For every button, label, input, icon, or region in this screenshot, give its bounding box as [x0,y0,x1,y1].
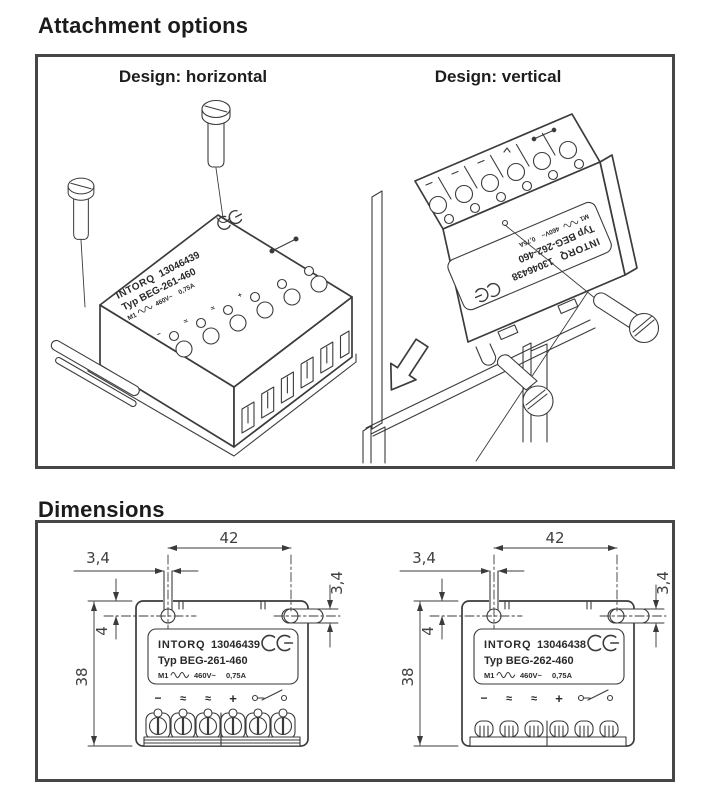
svg-text:460V~: 460V~ [194,671,217,680]
terminal-symbols-row: − ≈ ≈ + [480,689,614,706]
svg-text:0,75A: 0,75A [226,671,247,680]
terminal-separators [437,132,556,200]
mounting-screw-icon [496,354,554,417]
mounting-screw-icon [201,99,231,168]
dimension-annotations: 42 3,4 38 4 3,4 [73,529,346,747]
screw-terminal-block [143,708,301,747]
switch-symbol-icon [269,236,299,254]
svg-text:+: + [555,691,563,706]
attachment-options-figure-frame: Design: horizontal Design: vertical [35,54,675,469]
nameplate-beg262: INTORQ 13046438 Typ BEG-262-460 M1 460V~… [484,634,620,680]
terminal-screws-top [428,140,585,225]
dimensions-figure-frame: INTORQ 13046439 Typ BEG-261-460 M1 460V~… [35,520,675,782]
svg-text:4: 4 [419,626,437,636]
svg-text:3,4: 3,4 [328,571,346,595]
terminal-screws-top [168,265,328,358]
svg-text:≈: ≈ [210,305,217,313]
insert-direction-arrow [389,338,429,391]
svg-text:13046438: 13046438 [537,639,586,651]
dimensions-heading: Dimensions [38,497,165,522]
svg-text:42: 42 [545,529,564,547]
clamp-terminal-block [469,720,627,747]
nameplate-plate [147,628,299,685]
svg-text:−: − [480,691,487,705]
svg-text:4: 4 [93,626,111,636]
dimension-annotations: 42 3,4 38 4 3,4 [399,529,672,747]
mounting-flange [50,339,140,408]
caption-design-vertical: Design: vertical [434,67,562,86]
svg-text:38: 38 [73,667,91,686]
nameplate-plate [447,201,612,311]
attachment-illustrations: − ≈ ≈ + INTORQ 13046439 [50,99,660,464]
switch-symbol-icon [251,689,288,702]
centerlines [429,554,667,634]
nameplate-beg261: INTORQ 13046439 Typ BEG-261-460 M1 460V~… [158,634,294,680]
dimension-drawing-beg261: INTORQ 13046439 Typ BEG-261-460 M1 460V~… [73,529,346,747]
svg-text:42: 42 [219,529,238,547]
svg-text:3,4: 3,4 [654,571,672,595]
svg-text:INTORQ: INTORQ [484,639,531,651]
svg-text:38: 38 [399,667,417,686]
svg-text:Typ BEG-262-460: Typ BEG-262-460 [484,655,574,667]
mounting-screw-icon [504,224,660,344]
attachment-options-heading: Attachment options [38,13,249,38]
svg-text:M1: M1 [127,312,139,323]
svg-text:≈: ≈ [205,693,211,705]
svg-text:Typ BEG-261-460: Typ BEG-261-460 [158,655,248,667]
horizontal-design-drawing: − ≈ ≈ + INTORQ 13046439 [50,99,357,457]
centerlines [103,554,341,634]
nameplate-plate [473,628,625,685]
svg-text:M1: M1 [484,671,494,680]
terminal-symbols-print: − ≈ ≈ + [156,236,299,339]
svg-text:3,4: 3,4 [412,549,436,567]
dimension-drawing-beg262: INTORQ 13046438 Typ BEG-262-460 M1 460V~… [399,529,672,747]
dimension-drawings: INTORQ 13046439 Typ BEG-261-460 M1 460V~… [73,529,672,747]
mounting-screw-icon [67,177,95,240]
svg-text:3,4: 3,4 [86,549,110,567]
svg-text:INTORQ: INTORQ [158,639,205,651]
switch-symbol-icon [577,689,614,702]
terminal-windows [241,330,350,434]
bottom-clips [475,298,579,366]
rectifier-device-vertical: INTORQ 13046438 Typ BEG-262-460 M1 460V~… [414,113,638,366]
svg-text:M1: M1 [578,212,589,222]
svg-text:+: + [237,292,244,300]
svg-text:−: − [156,331,163,339]
mounting-wall [362,319,596,464]
svg-text:M1: M1 [158,671,168,680]
svg-text:≈: ≈ [506,693,512,705]
svg-text:≈: ≈ [531,693,537,705]
caption-design-horizontal: Design: horizontal [118,67,268,86]
rectifier-device-horizontal: − ≈ ≈ + INTORQ 13046439 [50,207,353,448]
terminal-symbols-print [425,127,557,186]
vertical-design-drawing: INTORQ 13046438 Typ BEG-262-460 M1 460V~… [362,113,660,464]
svg-text:≈: ≈ [180,693,186,705]
svg-text:13046439: 13046439 [211,639,260,651]
back-plate [371,190,383,430]
screw-notch [216,217,231,224]
svg-text:460V~: 460V~ [520,671,543,680]
svg-text:+: + [229,691,237,706]
svg-text:−: − [154,691,161,705]
terminal-symbols-row: − ≈ ≈ + [154,689,288,706]
svg-text:≈: ≈ [183,318,190,326]
svg-text:0,75A: 0,75A [552,671,573,680]
